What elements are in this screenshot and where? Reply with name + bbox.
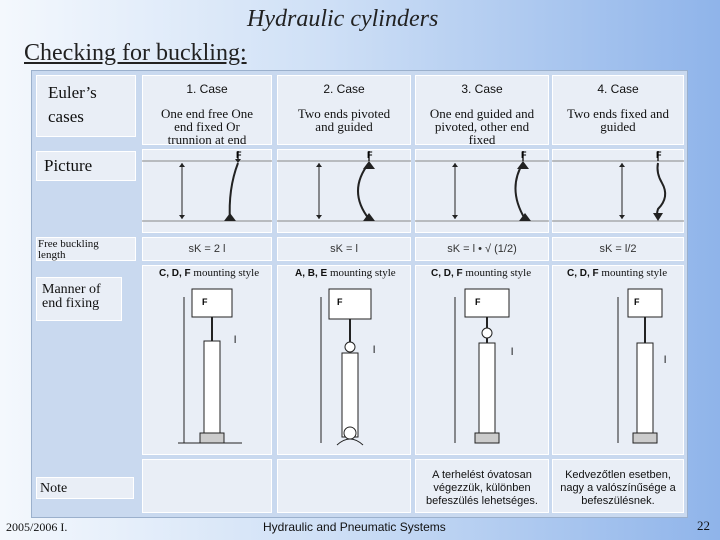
- row-label-picture: Picture: [44, 156, 93, 175]
- case-1-buckling-diagram: F: [142, 150, 272, 222]
- case-1-picture-cell: [142, 149, 272, 233]
- case-2-mounting-codes: A, B, E: [295, 268, 328, 279]
- case-3-note: A terhelést óvatosan végezzük, különben …: [426, 469, 538, 507]
- row-label-free-buckling: Free buckling length: [38, 238, 99, 261]
- case-4-buckling-diagram: F: [552, 150, 684, 222]
- case-3-mounting-codes: C, D, F: [431, 268, 463, 279]
- slide-subtitle: Checking for buckling:: [24, 40, 247, 66]
- label-cell-free-buckling: [36, 237, 136, 261]
- footer-course: Hydraulic and Pneumatic Systems: [263, 520, 446, 534]
- case-4-note: Kedvezőtlen esetben, nagy a valószínűség…: [560, 469, 676, 507]
- case-3-header: 3. Case: [461, 82, 503, 96]
- case-2-header-cell: [277, 75, 411, 145]
- case-2-picture-cell: [277, 149, 411, 233]
- case-3-note-cell: [415, 459, 549, 513]
- svg-text:F: F: [521, 150, 527, 160]
- slide-title: Hydraulic cylinders: [247, 6, 439, 32]
- case-4-header: 4. Case: [597, 82, 639, 96]
- page-number: 22: [697, 518, 710, 533]
- svg-text:F: F: [337, 297, 343, 307]
- svg-text:F: F: [634, 297, 640, 307]
- case-4-header-cell: [552, 75, 684, 145]
- case-3-header-cell: [415, 75, 549, 145]
- label-cell-note: [36, 477, 134, 499]
- case-2-mounting-label: A, B, E mounting style: [295, 267, 396, 279]
- row-label-note: Note: [40, 481, 68, 496]
- case-1-header-cell: [142, 75, 272, 145]
- case-4-formula-cell: [552, 237, 684, 261]
- case-4-picture-cell: [552, 149, 684, 233]
- case-1-mounting-codes: C, D, F: [159, 268, 191, 279]
- case-1-formula: sK = 2 l: [188, 243, 226, 255]
- footer-date: 2005/2006 I.: [6, 520, 68, 534]
- case-3-cylinder-drawing: F l: [454, 288, 513, 444]
- svg-text:l: l: [511, 347, 513, 358]
- svg-text:l: l: [234, 335, 236, 346]
- svg-text:F: F: [236, 150, 242, 160]
- case-4-formula: sK = l/2: [599, 243, 637, 255]
- case-1-cylinder-drawing: F l: [178, 288, 242, 444]
- label-cell-picture: [36, 151, 136, 181]
- label-cell-manner: [36, 277, 122, 321]
- case-1-formula-cell: [142, 237, 272, 261]
- case-1-mounting-label: C, D, F mounting style: [159, 267, 259, 279]
- case-1-description: One end free One end fixed Or trunnion a…: [160, 106, 254, 147]
- case-4-mounting-suffix: mounting style: [601, 267, 668, 279]
- case-2-buckling-diagram: F: [277, 150, 411, 222]
- case-4-description: Two ends fixed and guided: [567, 106, 669, 134]
- case-1-note-cell: [142, 459, 272, 513]
- case-2-formula-cell: [277, 237, 411, 261]
- case-4-mounting-label: C, D, F mounting style: [567, 267, 667, 279]
- case-2-header: 2. Case: [323, 82, 365, 96]
- svg-text:F: F: [202, 297, 208, 307]
- case-1-mounting-suffix: mounting style: [193, 267, 260, 279]
- case-2-cylinder-drawing: F l: [320, 288, 375, 446]
- case-4-note-cell: [552, 459, 684, 513]
- case-4-mounting-codes: C, D, F: [567, 268, 599, 279]
- case-2-formula: sK = l: [330, 243, 358, 255]
- row-label-manner: Manner of end fixing: [42, 282, 101, 311]
- case-2-description: Two ends pivoted and guided: [297, 106, 391, 134]
- case-4-cylinder-drawing: F l: [617, 288, 666, 444]
- svg-text:F: F: [656, 150, 662, 160]
- case-3-buckling-diagram: F: [415, 150, 549, 222]
- svg-text:l: l: [664, 355, 666, 366]
- case-3-formula-cell: [415, 237, 549, 261]
- svg-text:F: F: [475, 297, 481, 307]
- case-3-description: One end guided and pivoted, other end fi…: [429, 106, 535, 147]
- case-3-mounting-label: C, D, F mounting style: [431, 267, 531, 279]
- case-2-note-cell: [277, 459, 411, 513]
- svg-text:l: l: [373, 345, 375, 356]
- label-cell-cases: [36, 75, 136, 137]
- buckling-table: Euler’s cases Picture Free buckling leng…: [31, 70, 688, 518]
- case-3-formula: sK = l • √ (1/2): [447, 243, 517, 255]
- svg-text:F: F: [367, 150, 373, 160]
- row-label-cases: Euler’s cases: [48, 83, 97, 126]
- case-1-header: 1. Case: [186, 82, 228, 96]
- case-3-mounting-suffix: mounting style: [465, 267, 532, 279]
- case-2-mounting-suffix: mounting style: [329, 267, 396, 279]
